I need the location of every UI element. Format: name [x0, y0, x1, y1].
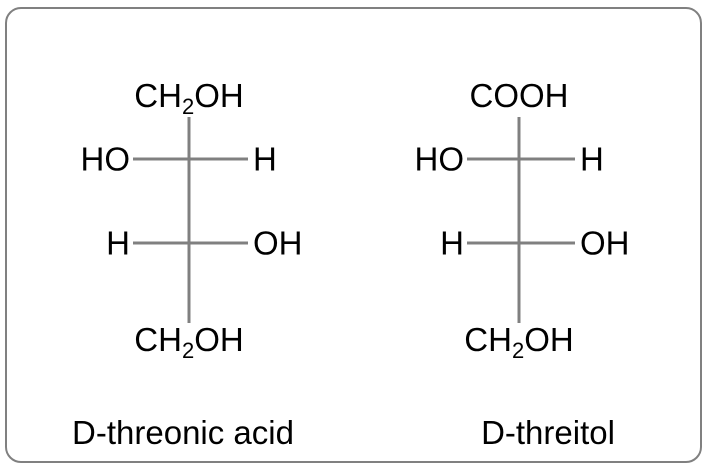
bond-vertical-bottom — [517, 243, 521, 323]
substituent-left-1: HO — [414, 140, 465, 178]
substituent-right-1: H — [580, 140, 604, 178]
bottom-terminal-group-main: CH — [464, 321, 512, 358]
bottom-terminal-group-tail: OH — [194, 321, 244, 358]
bond-vertical-middle — [187, 159, 191, 245]
substituent-right-2: OH — [253, 224, 303, 262]
substituent-left-1: HO — [80, 140, 131, 178]
bond-vertical-top — [187, 117, 191, 161]
bottom-terminal-group-main: CH — [134, 321, 182, 358]
top-terminal-group: CH2OH — [134, 77, 244, 118]
bond-vertical-top — [517, 117, 521, 161]
structure-d-threonic-acid: CH2OH HO H H OH CH2OH — [17, 39, 357, 369]
bottom-terminal-group: CH2OH — [134, 321, 244, 362]
bond-horizontal-stereocenter-1 — [133, 157, 248, 161]
bond-horizontal-stereocenter-2 — [467, 241, 575, 245]
bond-horizontal-stereocenter-1 — [467, 157, 575, 161]
bond-horizontal-stereocenter-2 — [133, 241, 248, 245]
substituent-right-1: H — [253, 140, 277, 178]
structure-d-threitol: COOH HO H H OH CH2OH — [355, 39, 695, 369]
caption-d-threonic-acid: D-threonic acid — [72, 414, 294, 451]
top-terminal-group-main: COOH — [469, 77, 569, 114]
bottom-terminal-group: CH2OH — [464, 321, 574, 362]
caption-d-threitol: D-threitol — [481, 414, 615, 451]
top-terminal-group-tail: OH — [194, 77, 244, 114]
bottom-terminal-group-tail: OH — [524, 321, 574, 358]
substituent-right-2: OH — [580, 224, 630, 262]
top-terminal-group-main: CH — [134, 77, 182, 114]
bond-vertical-middle — [517, 159, 521, 245]
figure-frame: CH2OH HO H H OH CH2OH COOH HO H H OH — [5, 7, 702, 463]
top-terminal-group-subscript: 2 — [181, 94, 195, 119]
substituent-left-2: H — [106, 224, 130, 262]
top-terminal-group: COOH — [470, 79, 569, 112]
bond-vertical-bottom — [187, 243, 191, 323]
bottom-terminal-group-subscript: 2 — [181, 338, 195, 363]
substituent-left-2: H — [440, 224, 464, 262]
bottom-terminal-group-subscript: 2 — [511, 338, 525, 363]
